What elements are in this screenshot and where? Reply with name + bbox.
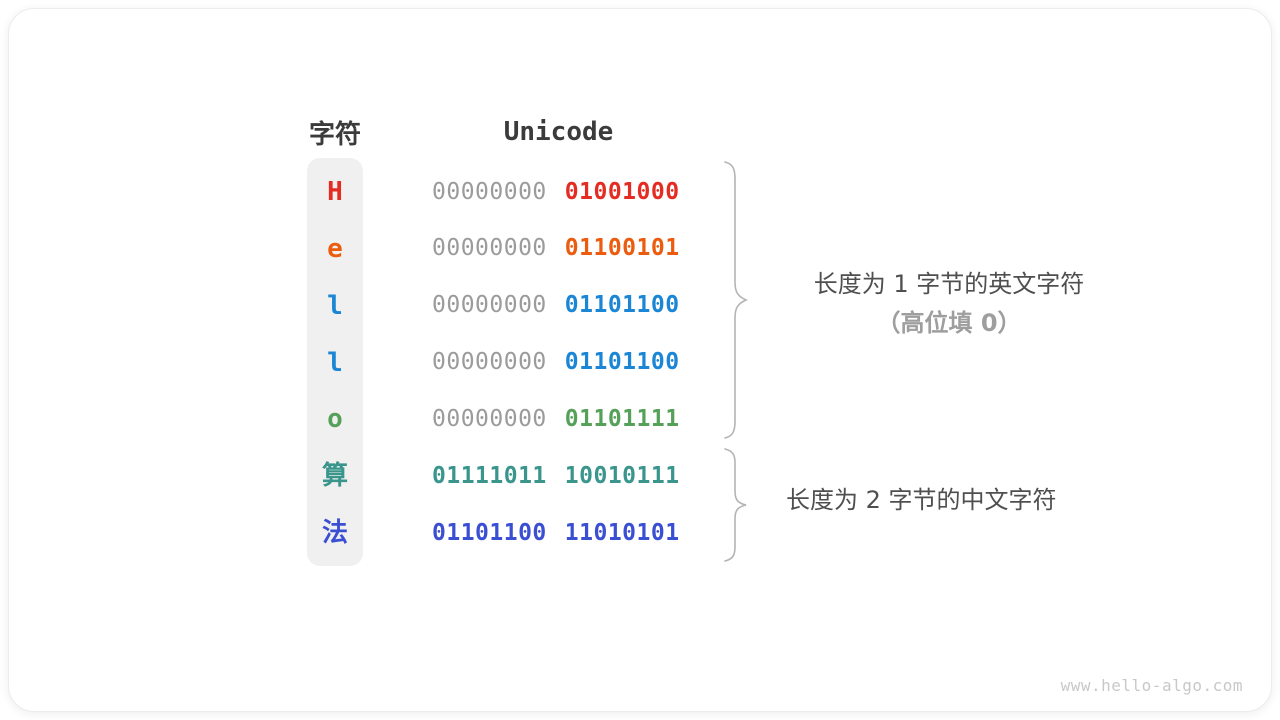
high-byte: 00000000 xyxy=(432,349,547,376)
table-row: 法 01101100 11010101 xyxy=(307,505,747,562)
chinese-group-label-line1: 长度为 2 字节的中文字符 xyxy=(786,486,1057,514)
table-row: H 00000000 01001000 xyxy=(307,164,747,221)
high-byte: 01101100 xyxy=(432,519,547,546)
high-byte: 00000000 xyxy=(432,292,547,319)
table-row: e 00000000 01100101 xyxy=(307,220,747,277)
character-cell: o xyxy=(327,404,343,435)
column-header-character: 字符 xyxy=(308,119,361,150)
low-byte: 10010111 xyxy=(564,462,680,489)
brace-english-group xyxy=(724,161,748,439)
character-cell: H xyxy=(327,177,343,207)
column-header-unicode: Unicode xyxy=(503,117,614,147)
unicode-binary: 00000000 01101100 xyxy=(432,294,680,317)
character-column-background xyxy=(307,158,363,566)
table-row: 算 01111011 10010111 xyxy=(307,448,747,505)
low-byte: 01100101 xyxy=(564,235,680,262)
unicode-binary: 01111011 10010111 xyxy=(432,462,680,489)
high-byte: 00000000 xyxy=(432,235,547,262)
character-cell: l xyxy=(327,347,343,378)
unicode-binary: 00000000 01100101 xyxy=(432,237,680,260)
diagram-card xyxy=(8,8,1272,712)
unicode-binary: 01101100 11010101 xyxy=(432,519,680,546)
low-byte: 11010101 xyxy=(564,519,680,546)
english-group-label-line2: （高位填 0） xyxy=(876,309,1022,337)
chinese-group-label: 长度为 2 字节的中文字符 xyxy=(786,488,1086,512)
brace-chinese-group xyxy=(724,448,747,562)
english-group-label: 长度为 1 字节的英文字符 （高位填 0） xyxy=(784,268,1114,339)
high-byte: 00000000 xyxy=(432,178,547,205)
table-row: o 00000000 01101111 xyxy=(307,391,747,448)
low-byte: 01101100 xyxy=(564,292,680,319)
table-row: l 00000000 01101100 xyxy=(307,334,747,391)
high-byte: 01111011 xyxy=(432,462,547,489)
unicode-binary: 00000000 01101100 xyxy=(432,351,680,374)
character-cell: 法 xyxy=(321,518,348,549)
unicode-binary: 00000000 01001000 xyxy=(432,178,680,205)
low-byte: 01101100 xyxy=(564,349,680,376)
unicode-binary: 00000000 01101111 xyxy=(432,405,680,432)
low-byte: 01001000 xyxy=(564,178,680,205)
character-cell: e xyxy=(327,233,343,264)
character-cell: 算 xyxy=(321,461,348,492)
english-group-label-line1: 长度为 1 字节的英文字符 xyxy=(813,270,1085,298)
watermark: www.hello-algo.com xyxy=(1060,676,1243,695)
low-byte: 01101111 xyxy=(564,405,680,432)
high-byte: 00000000 xyxy=(432,405,547,432)
table-row: l 00000000 01101100 xyxy=(307,277,747,334)
character-cell: l xyxy=(327,290,343,321)
